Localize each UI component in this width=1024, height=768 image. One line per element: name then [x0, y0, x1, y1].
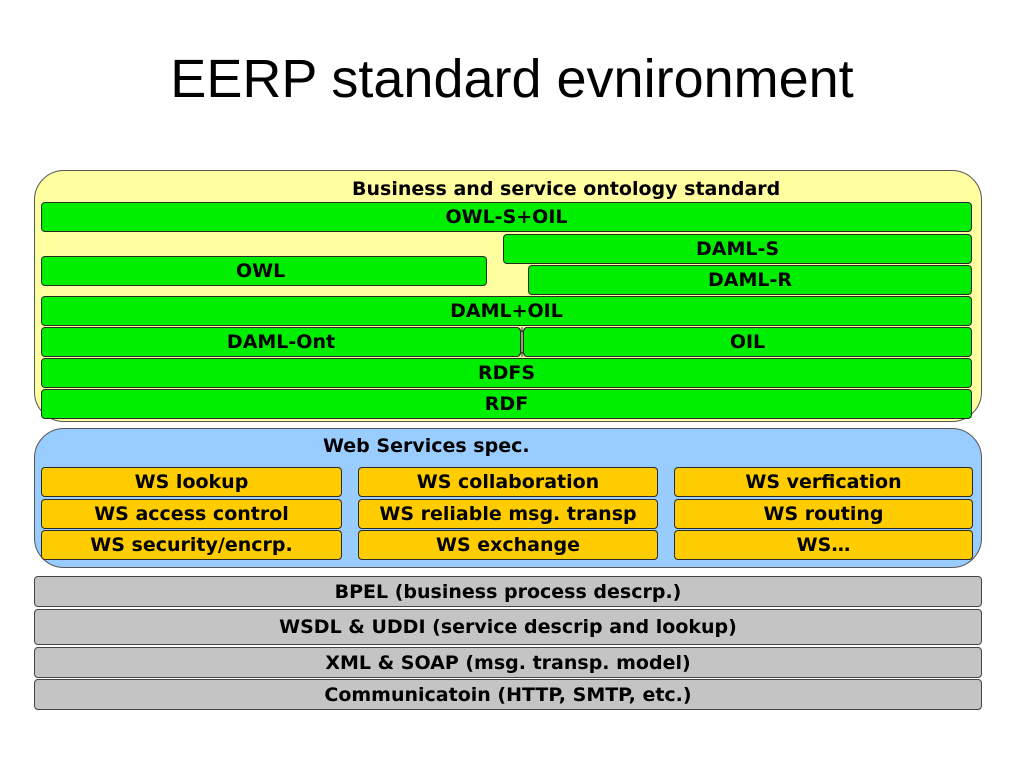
ws-item: WS access control — [41, 499, 342, 529]
ws-item: WS… — [674, 530, 973, 560]
ontology-heading: Business and service ontology standard — [352, 178, 781, 200]
ws-item: WS exchange — [358, 530, 658, 560]
owl-s-oil-bar: OWL-S+OIL — [41, 202, 972, 232]
ws-item: WS routing — [674, 499, 973, 529]
owl-bar: OWL — [41, 256, 487, 286]
ws-item: WS lookup — [41, 467, 342, 497]
stack-layer-bpel: BPEL (business process descrp.) — [34, 576, 982, 607]
web-services-heading: Web Services spec. — [323, 435, 530, 457]
daml-s-bar: DAML-S — [503, 234, 972, 264]
daml-oil-connector — [519, 327, 525, 357]
rdfs-bar: RDFS — [41, 358, 972, 388]
ws-item: WS security/encrp. — [41, 530, 342, 560]
stack-layer-communication: Communicatoin (HTTP, SMTP, etc.) — [34, 679, 982, 710]
ws-item: WS collaboration — [358, 467, 658, 497]
ws-item: WS verfication — [674, 467, 973, 497]
ws-item: WS reliable msg. transp — [358, 499, 658, 529]
daml-ont-bar: DAML-Ont — [41, 327, 521, 357]
daml-oil-bar: DAML+OIL — [41, 296, 972, 326]
rdf-bar: RDF — [41, 389, 972, 419]
oil-bar: OIL — [523, 327, 972, 357]
slide-title: EERP standard evnironment — [170, 49, 854, 109]
stack-layer-xml-soap: XML & SOAP (msg. transp. model) — [34, 647, 982, 678]
stack-layer-wsdl-uddi: WSDL & UDDI (service descrip and lookup) — [34, 609, 982, 645]
daml-r-bar: DAML-R — [528, 265, 972, 295]
